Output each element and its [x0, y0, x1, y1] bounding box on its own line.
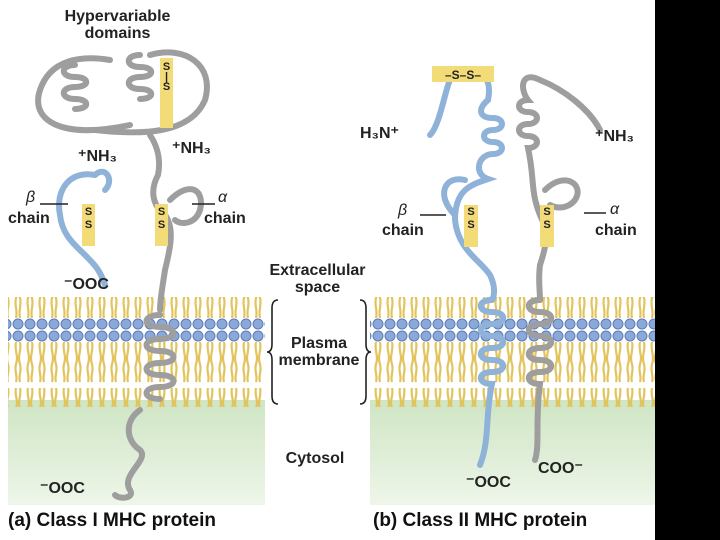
alpha-symbol-a: α: [218, 189, 228, 206]
disulfide-bar-a2: [82, 204, 95, 246]
nh3-label-a2: ⁺NH₃: [172, 140, 211, 157]
disulfide-s-a3a: S: [157, 206, 166, 218]
disulfide-bar-b3: [540, 205, 554, 247]
alpha-hook-a: [167, 186, 204, 226]
alpha-chain-a: [35, 49, 210, 501]
disulfide-s-a3b: S: [157, 219, 166, 231]
disulfide-s-b3b: S: [543, 219, 551, 231]
disulfide-bar-a3: [155, 204, 168, 246]
beta-chain-b-tm: [477, 297, 507, 468]
extracellular-label: Extracellular space: [255, 262, 380, 296]
cytosol-label: Cytosol: [285, 450, 345, 467]
disulfide-s-b3a: S: [543, 206, 551, 218]
beta-chain-a: [56, 171, 108, 288]
alpha-chain-label-b: chain: [595, 222, 637, 239]
alpha-chain-b-tm: [525, 297, 555, 463]
hypervariable-line1: Hypervariable: [64, 8, 171, 25]
hypervariable-label: Hypervariable domains: [50, 8, 185, 42]
disulfide-s-b2b: S: [467, 219, 475, 231]
alpha-hook-b: [542, 177, 581, 211]
plasma-line1: Plasma: [290, 335, 348, 352]
plasma-line2: membrane: [278, 352, 360, 369]
mhc-diagram: [8, 49, 655, 505]
nh3-label-a1: ⁺NH₃: [78, 148, 117, 165]
beta-chain-a-loop: [92, 168, 113, 193]
ooc-label-b: ⁻OOC: [466, 474, 511, 491]
coo-label-b: COO⁻: [538, 460, 583, 477]
disulfide-s-b2a: S: [467, 206, 475, 218]
membrane-a: [8, 297, 265, 407]
membrane-b: [370, 297, 655, 407]
ooc-label-a1: ⁻OOC: [64, 276, 109, 293]
cytosol-area-b: [370, 400, 655, 505]
hypervariable-line2: domains: [84, 25, 151, 42]
disulfide-s-a2b: S: [84, 219, 93, 231]
disulfide-bar-b1: [432, 66, 494, 82]
ooc-label-a2: ⁻OOC: [40, 480, 85, 497]
caption-class-one: (a) Class I MHC protein: [8, 510, 216, 531]
cytosol-area-a: [8, 400, 265, 505]
disulfide-label-b1: –S–S–: [444, 68, 482, 82]
extracellular-line2: space: [294, 279, 341, 296]
beta-chain-label-b: chain: [382, 222, 424, 239]
disulfide-bar-a1: [160, 58, 173, 128]
plasma-membrane-label: Plasma membrane: [275, 335, 363, 369]
beta-symbol-a: β: [26, 189, 36, 206]
beta-symbol-b: β: [398, 202, 408, 219]
beta-chain-label-a: chain: [8, 210, 50, 227]
h3n-label-b: H₃N⁺: [360, 125, 399, 142]
disulfide-s-a2a: S: [84, 206, 93, 218]
alpha-chain-b: [516, 74, 603, 303]
disulfide-label-a1: S|S: [162, 61, 171, 93]
nh3-label-b: ⁺NH₃: [595, 128, 634, 145]
alpha-chain-label-a: chain: [204, 210, 246, 227]
disulfide-s-a1b: S: [162, 81, 171, 93]
extracellular-line1: Extracellular: [269, 262, 366, 279]
disulfide-s-a1a: S: [162, 61, 171, 73]
membrane-bracket-left: [266, 299, 279, 405]
alpha-symbol-b: α: [610, 201, 620, 218]
membrane-bracket-right: [359, 299, 372, 405]
disulfide-bar-b2: [464, 205, 478, 247]
caption-class-two: (b) Class II MHC protein: [373, 510, 588, 531]
beta-loop-b: [441, 176, 468, 218]
beta-chain-b: [427, 65, 505, 303]
